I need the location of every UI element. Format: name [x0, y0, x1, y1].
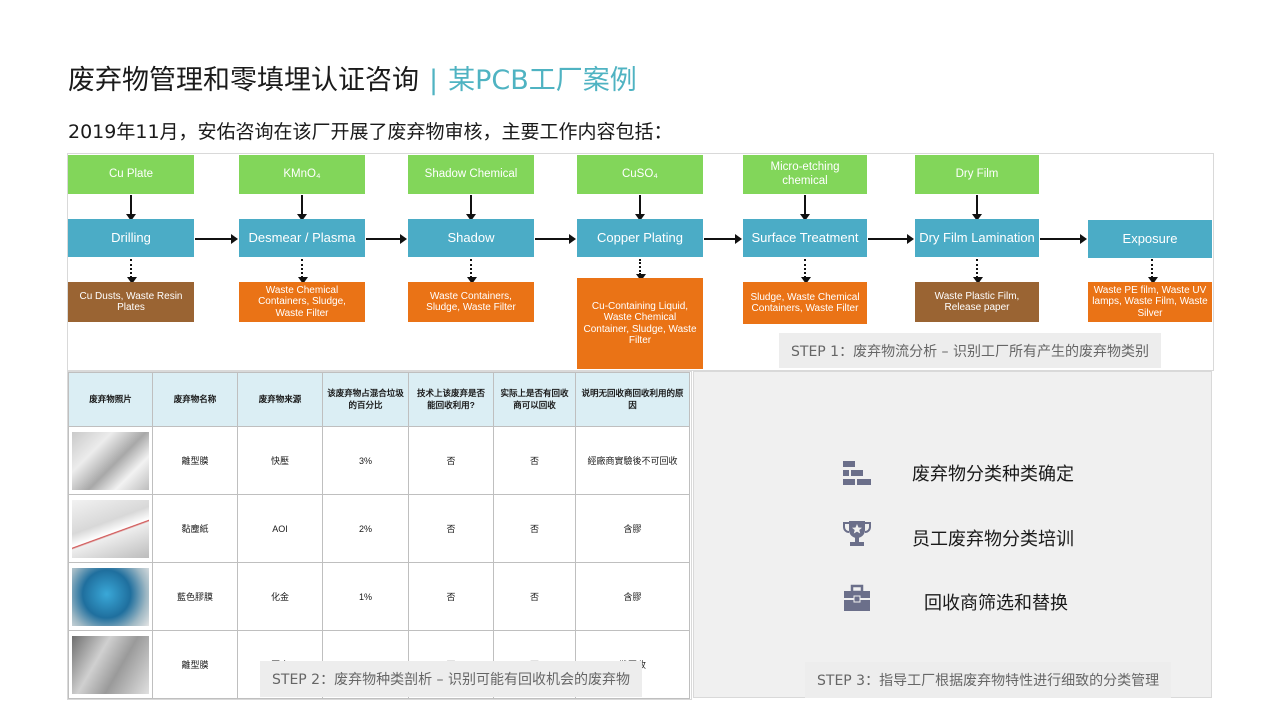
- waste-arrow: [973, 259, 983, 284]
- briefcase-icon: [844, 584, 870, 611]
- waste-photo: [72, 431, 149, 490]
- task-label: 回收商筛选和替换: [924, 593, 1068, 614]
- waste-photo: [72, 499, 149, 558]
- flow-arrow: [535, 234, 576, 244]
- waste-percent: 1%: [322, 562, 409, 631]
- flow-process: Copper Plating: [577, 219, 703, 257]
- waste-percent: 2%: [322, 494, 409, 563]
- flow-process: Drilling: [68, 219, 194, 257]
- waste-table-panel: 废弃物照片 废弃物名称 废弃物来源 该废弃物占混合垃圾的百分比 技术上该废弃是否…: [67, 371, 692, 700]
- waste-photo: [72, 635, 149, 694]
- trophy-icon: [843, 521, 871, 546]
- page-title: 废弃物管理和零填埋认证咨询 | 某PCB工厂案例: [68, 58, 637, 97]
- flow-input: KMnO₄: [239, 155, 365, 194]
- table-row: 離型膜 快壓 3% 否 否 經廠商實驗後不可回收: [68, 426, 690, 495]
- task-label: 员工废弃物分类培训: [912, 529, 1074, 550]
- waste-name: 離型膜: [152, 630, 238, 699]
- flow-arrow: [195, 234, 238, 244]
- column-header: 废弃物名称: [152, 372, 238, 427]
- column-header: 该废弃物占混合垃圾的百分比: [322, 372, 409, 427]
- flow-input: Shadow Chemical: [408, 155, 534, 194]
- flow-arrow: [868, 234, 914, 244]
- waste-flow-panel: Cu Plate KMnO₄ Shadow Chemical CuSO₄ Mic…: [67, 153, 1214, 371]
- task-label: 废弃物分类种类确定: [912, 464, 1074, 485]
- title-case-label: 某PCB工厂案例: [448, 65, 637, 96]
- flow-arrow: [466, 195, 476, 221]
- title-main: 废弃物管理和零填埋认证咨询: [68, 65, 419, 96]
- flow-arrow: [635, 195, 645, 221]
- waste-name: 離型膜: [152, 426, 238, 495]
- flow-arrow: [1040, 234, 1087, 244]
- actual-recyclable: 否: [493, 562, 576, 631]
- waste-name: 黏塵紙: [152, 494, 238, 563]
- actual-recyclable: 否: [493, 494, 576, 563]
- flow-waste: Cu-Containing Liquid, Waste Chemical Con…: [577, 278, 703, 369]
- step2-caption: STEP 2：废弃物种类剖析 – 识别可能有回收机会的废弃物: [260, 661, 642, 697]
- column-header: 废弃物来源: [237, 372, 323, 427]
- no-recycle-reason: 含膠: [575, 494, 690, 563]
- step1-caption: STEP 1：废弃物流分析 – 识别工厂所有产生的废弃物类别: [779, 333, 1161, 368]
- waste-arrow: [636, 259, 646, 281]
- intro-text: 2019年11月，安佑咨询在该厂开展了废弃物审核，主要工作内容包括：: [68, 121, 673, 143]
- table-row: 藍色膠膜 化金 1% 否 否 含膠: [68, 562, 690, 631]
- column-header: 实际上是否有回收商可以回收: [493, 372, 576, 427]
- waste-arrow: [467, 259, 477, 284]
- flow-arrow: [972, 195, 982, 221]
- flow-arrow: [800, 195, 810, 221]
- flow-waste: Waste Chemical Containers, Sludge, Waste…: [239, 282, 365, 322]
- flow-waste: Waste PE film, Waste UV lamps, Waste Fil…: [1088, 282, 1212, 322]
- table-header-row: 废弃物照片 废弃物名称 废弃物来源 该废弃物占混合垃圾的百分比 技术上该废弃是否…: [68, 372, 690, 427]
- flow-process: Surface Treatment: [743, 219, 867, 257]
- tech-recyclable: 否: [408, 494, 494, 563]
- flow-arrow: [126, 195, 136, 221]
- actual-recyclable: 否: [493, 426, 576, 495]
- waste-arrow: [801, 259, 811, 284]
- tech-recyclable: 否: [408, 562, 494, 631]
- flow-arrow: [366, 234, 407, 244]
- waste-arrow: [1148, 259, 1158, 284]
- column-header: 技术上该废弃是否能回收利用?: [408, 372, 494, 427]
- waste-arrow: [127, 259, 137, 284]
- flow-process: Desmear / Plasma: [239, 219, 365, 257]
- flow-input: CuSO₄: [577, 155, 703, 194]
- flow-input: Micro-etching chemical: [743, 155, 867, 194]
- flow-arrow: [297, 195, 307, 221]
- flow-waste: Waste Plastic Film, Release paper: [915, 282, 1039, 322]
- column-header: 废弃物照片: [68, 372, 153, 427]
- waste-source: 快壓: [237, 426, 323, 495]
- flow-waste: Sludge, Waste Chemical Containers, Waste…: [743, 282, 867, 324]
- flow-process: Shadow: [408, 219, 534, 257]
- waste-name: 藍色膠膜: [152, 562, 238, 631]
- tech-recyclable: 否: [408, 426, 494, 495]
- column-header: 说明无回收商回收利用的原因: [575, 372, 690, 427]
- waste-source: 化金: [237, 562, 323, 631]
- no-recycle-reason: 經廠商實驗後不可回收: [575, 426, 690, 495]
- flow-waste: Waste Containers, Sludge, Waste Filter: [408, 282, 534, 322]
- waste-photo: [72, 567, 149, 626]
- no-recycle-reason: 含膠: [575, 562, 690, 631]
- waste-arrow: [298, 259, 308, 284]
- classification-panel: 废弃物分类种类确定 员工废弃物分类培训 回收商筛选和替换 STEP 3：指导工厂…: [693, 371, 1212, 698]
- bricks-icon: [843, 461, 871, 485]
- table-row: 黏塵紙 AOI 2% 否 否 含膠: [68, 494, 690, 563]
- flow-process: Exposure: [1088, 220, 1212, 258]
- flow-input: Dry Film: [915, 155, 1039, 194]
- waste-source: AOI: [237, 494, 323, 563]
- flow-waste: Cu Dusts, Waste Resin Plates: [68, 282, 194, 322]
- flow-arrow: [704, 234, 742, 244]
- title-separator: |: [429, 65, 439, 96]
- flow-process: Dry Film Lamination: [915, 219, 1039, 257]
- step3-caption: STEP 3：指导工厂根据废弃物特性进行细致的分类管理: [805, 662, 1172, 698]
- waste-table: 废弃物照片 废弃物名称 废弃物来源 该废弃物占混合垃圾的百分比 技术上该废弃是否…: [68, 372, 690, 699]
- flow-input: Cu Plate: [68, 155, 194, 194]
- waste-percent: 3%: [322, 426, 409, 495]
